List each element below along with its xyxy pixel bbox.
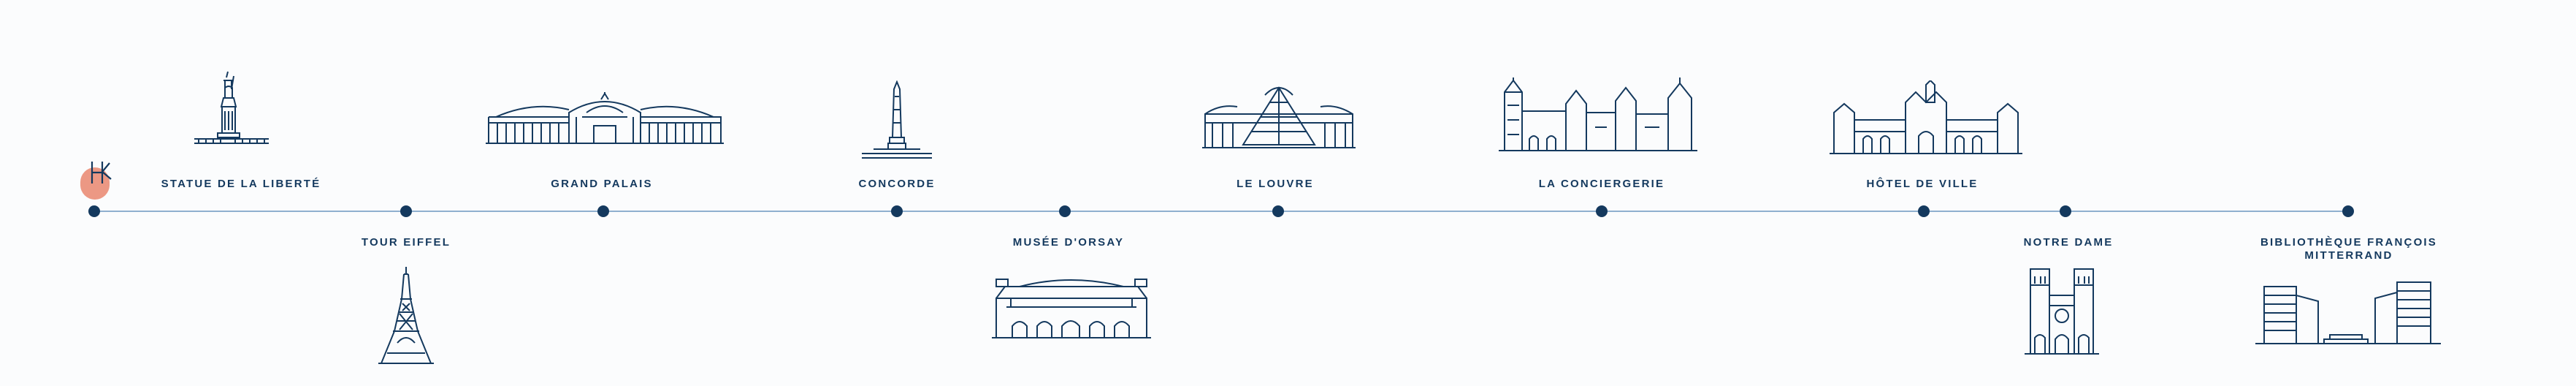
timeline-label[interactable]: TOUR EIFFEL: [361, 236, 451, 249]
timeline-label[interactable]: LE LOUVRE: [1237, 178, 1314, 190]
bibliotheque-icon: [2254, 278, 2442, 347]
concorde-obelisk-icon: [859, 80, 935, 162]
timeline-label[interactable]: HÔTEL DE VILLE: [1866, 178, 1979, 190]
musee-dorsay-icon: [990, 278, 1153, 341]
timeline-label[interactable]: NOTRE DAME: [2023, 236, 2114, 249]
statue-of-liberty-icon: [191, 70, 272, 151]
conciergerie-icon: [1497, 76, 1699, 154]
timeline-dot[interactable]: [2342, 205, 2354, 217]
timeline-dot[interactable]: [1059, 205, 1071, 217]
notre-dame-icon: [2023, 262, 2101, 357]
timeline-dot[interactable]: [891, 205, 903, 217]
timeline-dot[interactable]: [1272, 205, 1284, 217]
timeline-label[interactable]: LA CONCIERGERIE: [1538, 178, 1665, 190]
timeline-label[interactable]: STATUE DE LA LIBERTÉ: [161, 178, 321, 190]
timeline-label[interactable]: MUSÉE D'ORSAY: [1012, 236, 1125, 249]
timeline-axis: [94, 211, 2348, 212]
grand-palais-icon: [484, 92, 725, 146]
timeline-dot[interactable]: [597, 205, 609, 217]
timeline-label[interactable]: CONCORDE: [858, 178, 936, 190]
timeline-dot[interactable]: [1918, 205, 1930, 217]
louvre-icon: [1201, 80, 1357, 151]
timeline-dot[interactable]: [400, 205, 412, 217]
eiffel-tower-icon: [377, 267, 435, 366]
timeline-dot[interactable]: [1596, 205, 1608, 217]
hotel-de-ville-icon: [1828, 80, 2024, 156]
timeline-dot[interactable]: [88, 205, 100, 217]
hk-logo-icon[interactable]: [79, 157, 120, 203]
timeline-label[interactable]: GRAND PALAIS: [551, 178, 653, 190]
timeline-label[interactable]: BIBLIOTHÈQUE FRANÇOIS MITTERRAND: [2260, 236, 2438, 262]
timeline-dot[interactable]: [2060, 205, 2071, 217]
